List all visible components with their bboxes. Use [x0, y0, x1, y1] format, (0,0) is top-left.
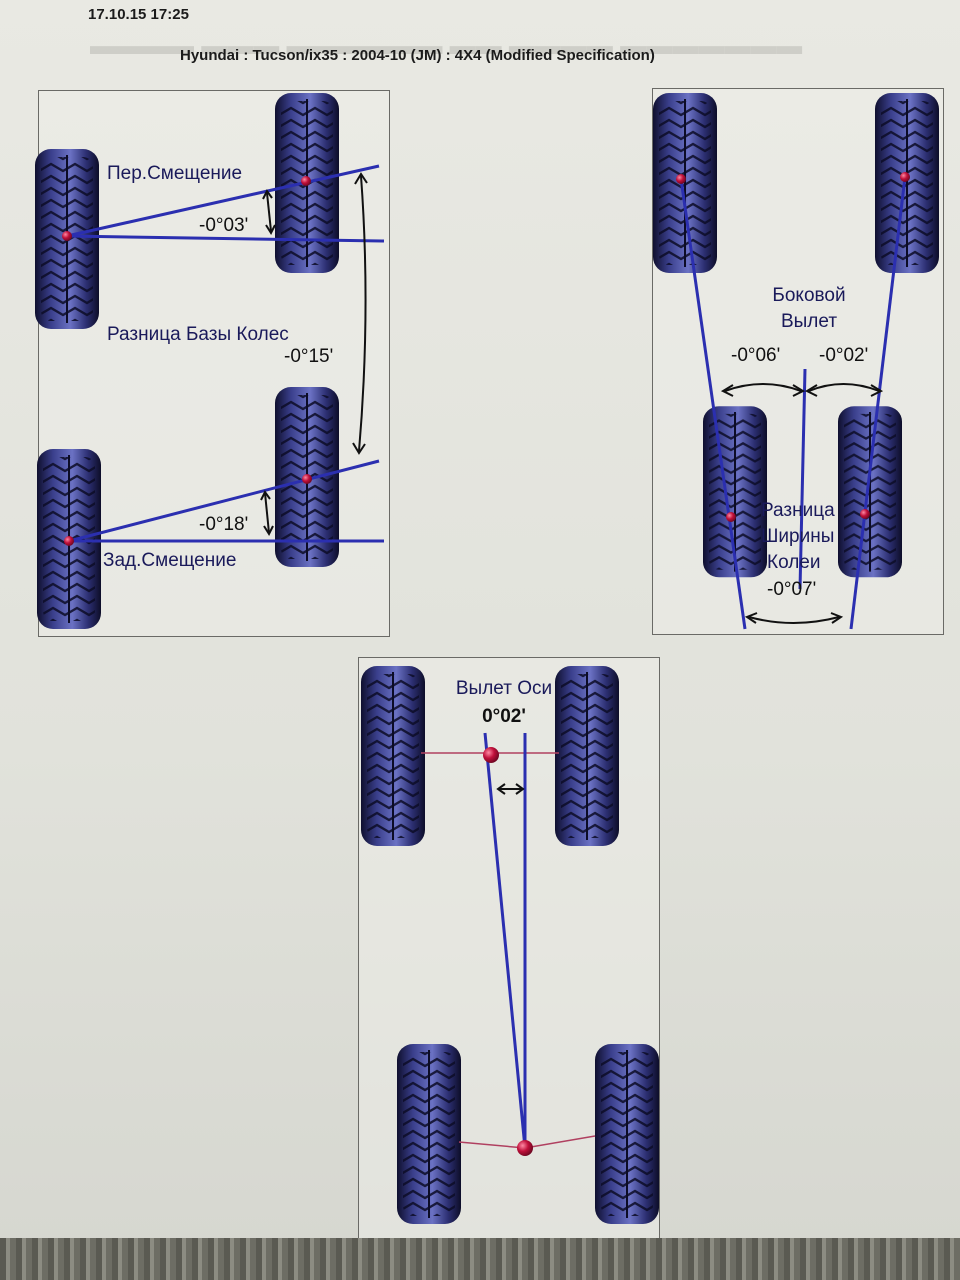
- setback-track-diagram: [652, 92, 940, 630]
- track-diff-label-line2: Ширины: [761, 526, 835, 547]
- thrust-angle-panel: Вылет Оси 0°02': [358, 657, 660, 1239]
- wheelbase-diff-value: -0°15': [284, 346, 334, 367]
- wheelbase-diff-label: Разница Базы Колес: [107, 324, 289, 345]
- right-setback-arrow: [808, 383, 880, 392]
- left-setback-arrow: [724, 383, 802, 392]
- front-axle-center-dot: [483, 747, 499, 763]
- rear-left-center-dot: [726, 512, 736, 522]
- front-left-center-dot: [676, 174, 686, 184]
- rear-offset-line: [68, 459, 380, 543]
- track-diff-label-line1: Разница: [761, 500, 835, 521]
- center-line: [798, 368, 807, 590]
- rear-right-center-dot: [302, 474, 312, 484]
- show-through-text: ▬▬▬▬ ▬▬▬ ▬▬▬▬▬▬ ▬▬ ▬▬▬▬ ▬▬▬▬▬▬▬: [90, 30, 803, 60]
- rear-offset-arrow: [264, 492, 270, 534]
- front-left-center-dot: [62, 231, 72, 241]
- right-side-line: [849, 176, 907, 630]
- wheelbase-diff-arrow: [358, 175, 367, 452]
- rear-offset-label: Зад.Смещение: [103, 550, 237, 571]
- track-diff-arrow: [748, 616, 840, 624]
- track-diff-value: -0°07': [767, 579, 817, 600]
- rear-axle-line-right: [524, 1135, 596, 1149]
- left-setback-value: -0°06': [731, 345, 781, 366]
- track-diff-label-line3: Колеи: [767, 552, 821, 573]
- front-offset-line: [66, 164, 380, 238]
- rear-left-center-dot: [64, 536, 74, 546]
- setback-track-panel: Боковой Вылет -0°06' -0°02' Разница Шири…: [652, 88, 944, 635]
- left-side-line: [679, 178, 747, 630]
- thrust-line: [483, 732, 527, 1149]
- rear-left-tire-icon: [396, 1043, 462, 1225]
- wheelbase-offset-diagram: [34, 92, 385, 630]
- front-offset-value: -0°03': [199, 215, 249, 236]
- rear-axle-line-left: [458, 1141, 526, 1149]
- rear-right-center-dot: [860, 509, 870, 519]
- wheelbase-offset-panel: Пер.Смещение -0°03' Разница Базы Колес -…: [34, 90, 390, 637]
- rear-right-tire-icon: [594, 1043, 660, 1225]
- setback-label-line2: Вылет: [780, 311, 838, 332]
- setback-label-line1: Боковой: [772, 285, 846, 306]
- right-setback-value: -0°02': [819, 345, 869, 366]
- front-offset-arrow: [266, 192, 272, 232]
- rear-right-tire-icon: [837, 405, 903, 579]
- front-offset-label: Пер.Смещение: [107, 163, 243, 184]
- front-left-tire-icon: [360, 665, 426, 847]
- vehicle-title: Hyundai : Tucson/ix35 : 2004-10 (JM) : 4…: [180, 47, 655, 64]
- rear-offset-value: -0°18': [199, 514, 249, 535]
- thrust-angle-value: 0°02': [482, 706, 526, 727]
- front-right-center-dot: [301, 176, 311, 186]
- front-reference-line: [66, 234, 385, 243]
- thrust-angle-diagram: [360, 665, 660, 1225]
- report-timestamp: 17.10.15 17:25: [88, 6, 189, 23]
- rear-axle-center-dot: [517, 1140, 533, 1156]
- thrust-angle-label: Вылет Оси: [455, 678, 553, 699]
- table-cloth-background: [0, 1238, 960, 1280]
- front-right-tire-icon: [874, 92, 940, 274]
- front-right-center-dot: [900, 172, 910, 182]
- front-left-tire-icon: [652, 92, 718, 274]
